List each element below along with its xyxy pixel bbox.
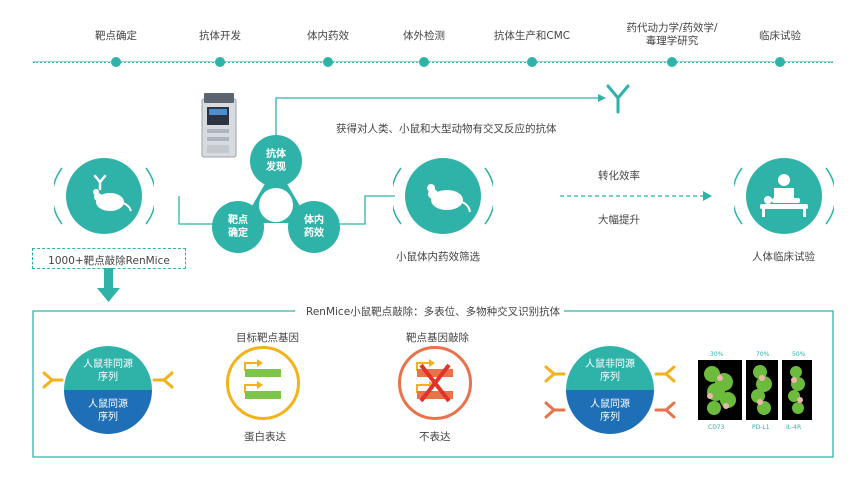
antibody-icon: [604, 82, 632, 114]
structure-name: CD73: [708, 424, 725, 431]
sphere-left-bottom: [64, 390, 152, 434]
hub-lobe-target: 靶点 确定: [228, 215, 248, 239]
timeline-dot: [419, 57, 429, 67]
down-arrow-head: [97, 288, 120, 302]
structure-pct: 50%: [792, 351, 806, 358]
mouse-icon: [427, 184, 471, 213]
timeline-dot: [667, 57, 677, 67]
structure-image-cd73: [698, 360, 742, 420]
mouse-screen-arc: [393, 167, 493, 225]
sphere-left-top-label: 人鼠非同源 序列: [83, 359, 133, 383]
antibody-yellow-right: [654, 365, 676, 383]
antibody-orange-right: [654, 401, 676, 419]
gene-knockout-icon: [416, 359, 453, 403]
gene-expression-icon: [244, 359, 281, 399]
conversion-top-label: 转化效率: [598, 170, 640, 182]
mouse-antibody-icon: [93, 174, 132, 212]
gene-target-circle: [226, 346, 300, 420]
antibody-orange-left: [544, 401, 566, 419]
stage-label-antibody-dev: 抗体开发: [199, 30, 241, 42]
renmice-mouse-circle: [66, 158, 142, 234]
timeline-dot: [215, 57, 225, 67]
sphere-right-bottom-label: 人鼠同源 序列: [590, 399, 630, 423]
sphere-left-top: [64, 346, 152, 390]
stage-label-invivo: 体内药效: [307, 30, 349, 42]
stage-label-pkpd: 药代动力学/药效学/ 毒理学研究: [626, 22, 718, 47]
bottom-frame: [32, 310, 834, 458]
clinical-arc: [734, 167, 834, 225]
sphere-left-bottom-label: 人鼠同源 序列: [88, 399, 128, 423]
sphere-right-top: [566, 346, 654, 390]
antibody-yellow-left: [544, 365, 566, 383]
sphere-right: 人鼠非同源 序列 人鼠同源 序列: [566, 346, 654, 434]
mouse-screen-circle: [405, 158, 481, 234]
sphere-left: 人鼠非同源 序列 人鼠同源 序列: [64, 346, 152, 434]
clinical-trial-icon: [760, 174, 808, 217]
clinical-label: 人体临床试验: [752, 251, 815, 263]
conversion-arrow-head: [703, 191, 712, 201]
timeline-dot: [775, 57, 785, 67]
gene-target-caption: 蛋白表达: [244, 431, 286, 443]
stage-label-clinical: 临床试验: [759, 30, 801, 42]
timeline-line-solid: [33, 61, 833, 62]
down-arrow-shaft: [104, 268, 113, 290]
hub-lobe-discovery: 抗体 发现: [266, 149, 286, 173]
renmice-circle-arc: [54, 167, 154, 225]
connector-hub-to-top: [275, 97, 600, 140]
renmice-box: 1000+靶点敲除RenMice: [32, 248, 186, 269]
structure-name: IL-4R: [786, 424, 802, 431]
structure-pct: 30%: [710, 351, 724, 358]
lab-instrument-icon: [200, 93, 240, 159]
sphere-right-bottom: [566, 390, 654, 434]
stage-label-invitro: 体外检测: [403, 30, 445, 42]
conversion-bottom-label: 大幅提升: [598, 214, 640, 226]
antibody-yellow-right: [152, 371, 174, 389]
timeline-line: [33, 61, 833, 63]
connector-mouse-to-hub: [178, 196, 213, 225]
structure-image-pdl1: [746, 360, 778, 420]
structure-name: PD-L1: [752, 424, 770, 431]
sphere-right-top-label: 人鼠非同源 序列: [585, 359, 635, 383]
antibody-yellow-left: [42, 371, 64, 389]
structure-pct: 70%: [756, 351, 770, 358]
stage-label-target: 靶点确定: [95, 30, 137, 42]
bottom-panel-title: RenMice小鼠靶点敲除：多表位、多物种交叉识别抗体: [302, 304, 565, 319]
antibody-hub-shape: [212, 135, 340, 253]
hub-lobe-efficacy: 体内 药效: [304, 215, 324, 239]
connector-hub-to-screen: [340, 195, 395, 225]
timeline-dot: [527, 57, 537, 67]
gene-ko-caption: 不表达: [419, 431, 451, 443]
arrow-head-top: [598, 94, 606, 102]
mouse-screen-label: 小鼠体内药效筛选: [396, 251, 480, 263]
timeline-dot: [323, 57, 333, 67]
timeline-dot: [111, 57, 121, 67]
gene-ko-title: 靶点基因敲除: [406, 332, 469, 344]
structure-image-il4r: [782, 360, 812, 420]
renmice-box-label: 1000+靶点敲除RenMice: [48, 255, 170, 267]
stage-label-cmc: 抗体生产和CMC: [493, 30, 571, 42]
gene-target-title: 目标靶点基因: [236, 332, 299, 344]
gene-ko-circle: [398, 346, 472, 420]
clinical-circle: [746, 158, 822, 234]
cross-reactive-note: 获得对人类、小鼠和大型动物有交叉反应的抗体: [336, 123, 557, 135]
